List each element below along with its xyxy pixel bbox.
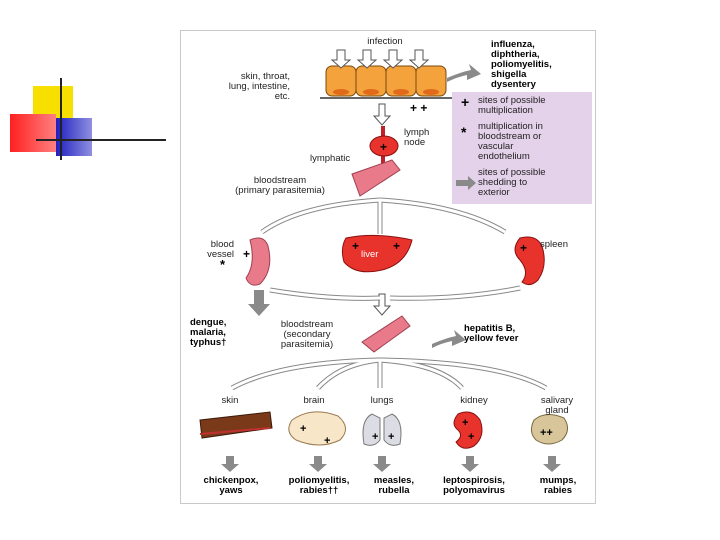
svg-text:+: + xyxy=(520,241,527,255)
organ-label-lungs: lungs xyxy=(370,395,394,406)
svg-text:+: + xyxy=(372,431,378,443)
entry-sites-label: skin, throat, lung, intestine, etc. xyxy=(228,71,290,102)
branch-arrows-inner xyxy=(231,198,547,390)
organ-diseases-lungs: measles, rubella xyxy=(373,475,415,496)
entry-diseases-label: influenza, diphtheria, poliomyelitis, sh… xyxy=(491,39,552,90)
organ-label-skin: skin xyxy=(221,395,239,406)
lymph-node: + xyxy=(369,126,399,176)
svg-text:+: + xyxy=(388,431,394,443)
blood-vessel xyxy=(245,237,271,286)
primary-bloodstream-label: bloodstream (primary parasitemia) xyxy=(235,175,325,196)
liver-label: liver xyxy=(361,249,379,260)
central-arrows xyxy=(372,103,392,316)
legend-item-shedding: sites of possible shedding to exterior xyxy=(478,167,546,198)
brain-organ: + + xyxy=(288,411,346,447)
epithelium-layer xyxy=(320,65,452,99)
legend-box: + sites of possible multiplication * mul… xyxy=(452,92,592,204)
lymphatic-label: lymphatic xyxy=(310,153,351,164)
primary-vessel xyxy=(351,159,401,197)
lungs-organ: + + xyxy=(362,413,402,446)
liver xyxy=(341,234,413,273)
organ-label-kidney: kidney xyxy=(460,395,488,406)
deco-red-square xyxy=(10,114,56,152)
blood-vessel-label: blood vessel xyxy=(207,239,234,260)
organ-label-brain: brain xyxy=(303,395,325,406)
star-label: * xyxy=(220,257,226,272)
legend-arrow-icon xyxy=(456,176,476,190)
svg-text:+: + xyxy=(468,431,474,443)
organ-diseases-brain: poliomyelitis, rabies†† xyxy=(288,475,350,496)
svg-text:+: + xyxy=(380,140,387,154)
infection-arrows xyxy=(330,49,430,69)
svg-text:+: + xyxy=(324,435,330,447)
legend-item-bloodstream: multiplication in bloodstream or vascula… xyxy=(478,121,543,162)
svg-text:+: + xyxy=(393,239,400,253)
plus-plus-label: + + xyxy=(410,101,428,115)
vessel-diseases-label: dengue, malaria, typhus† xyxy=(190,317,227,348)
legend-item-multiplication: sites of possible multiplication xyxy=(478,95,546,116)
lymph-node-label: lymph node xyxy=(404,127,430,148)
spleen xyxy=(514,236,545,286)
deco-blue-square xyxy=(56,118,92,156)
disease-arrows xyxy=(221,456,561,472)
svg-text:+: + xyxy=(300,423,306,435)
svg-text:+: + xyxy=(243,247,250,261)
salivary-gland-organ: ++ xyxy=(530,414,568,445)
organ-diseases-salivary: mumps, rabies xyxy=(539,475,577,496)
infection-label: infection xyxy=(367,36,403,47)
organ-label-salivary: salivary gland xyxy=(540,395,574,416)
skin-organ xyxy=(199,411,273,439)
kidney-organ: + + xyxy=(453,411,483,449)
secondary-bloodstream-label: bloodstream (secondary parasitemia) xyxy=(280,319,334,350)
svg-text:+: + xyxy=(352,239,359,253)
hepatitis-label: hepatitis B, yellow fever xyxy=(464,323,519,344)
spleen-label: spleen xyxy=(540,239,568,250)
deco-horizontal-line xyxy=(36,139,166,141)
organ-diseases-kidney: leptospirosis, polyomavirus xyxy=(443,475,505,496)
legend-star-symbol: * xyxy=(461,124,467,140)
secondary-vessel xyxy=(361,315,411,353)
legend-plus-symbol: + xyxy=(461,94,470,110)
svg-text:+: + xyxy=(462,417,468,429)
svg-text:++: ++ xyxy=(540,427,553,439)
organ-diseases-skin: chickenpox, yaws xyxy=(203,475,259,496)
deco-vertical-line xyxy=(60,78,62,160)
shedding-arrows xyxy=(248,64,481,348)
